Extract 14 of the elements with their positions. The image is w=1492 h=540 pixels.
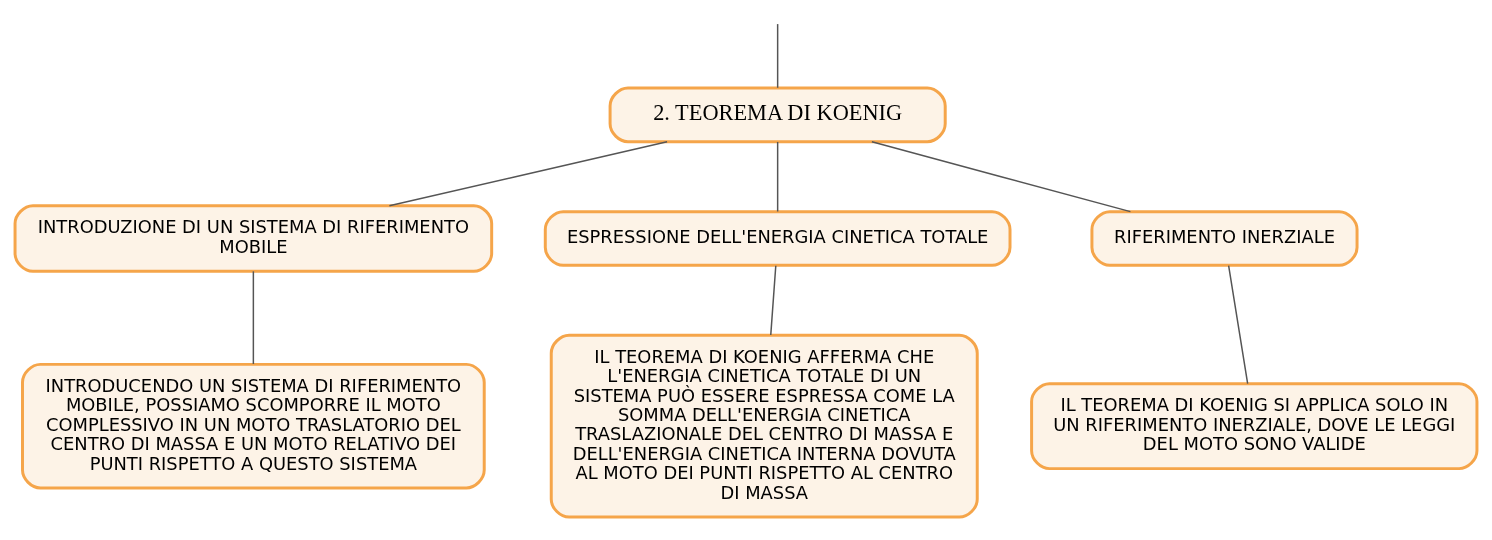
node-box: IL TEOREMA DI KOENIG SI APPLICA SOLO IN UN RIFERIMENTO INERZIALE, DOVE LE LEGGI DEL MOTO SONO VALIDE xyxy=(1030,382,1479,471)
node-box: INTRODUCENDO UN SISTEMA DI RIFERIMENTO MOBILE, POSSIAMO SCOMPORRE IL MOTO COMPLESSIVO IN UN MOTO TRASLATORIO DEL CENTRO DI MASSA E UN MOTO RELATIVO DEI PUNTI RISPETTO A QUESTO SISTEMA xyxy=(21,362,486,490)
connector xyxy=(1227,264,1249,385)
connector xyxy=(871,141,1132,213)
connector xyxy=(770,264,777,336)
node-box: IL TEOREMA DI KOENIG AFFERMA CHE L'ENERGIA CINETICA TOTALE DI UN SISTEMA PUÒ ESSERE ESPRESSA COME LA SOMMA DELL'ENERGIA CINETICA TRASLAZIONALE DEL CENTRO DI MASSA E DELL'ENERGIA CINETICA INTERNA DOVUTA AL MOTO DEI PUNTI RISPETTO AL CENTRO DI MASSA xyxy=(549,333,979,519)
connector xyxy=(776,23,779,89)
node-box: RIFERIMENTO INERZIALE xyxy=(1090,210,1359,267)
node-box: ESPRESSIONE DELL'ENERGIA CINETICA TOTALE xyxy=(543,210,1012,267)
connector xyxy=(776,141,779,213)
connector xyxy=(252,270,255,365)
node-box: 2. TEOREMA DI KOENIG xyxy=(608,86,947,144)
connector xyxy=(388,141,668,207)
node-box: INTRODUZIONE DI UN SISTEMA DI RIFERIMENTO MOBILE xyxy=(13,204,494,273)
